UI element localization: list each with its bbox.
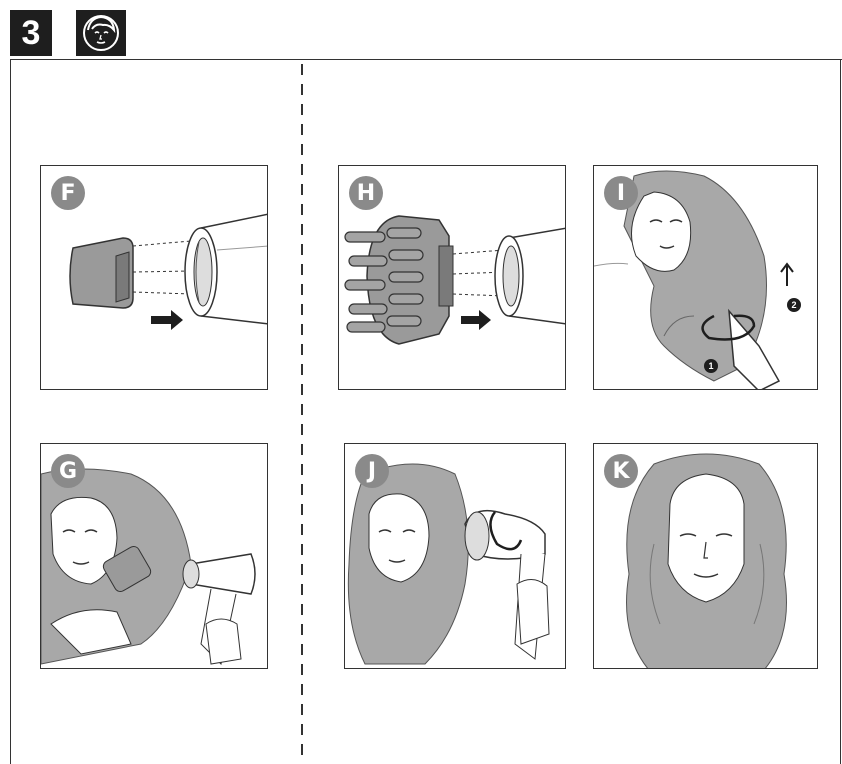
panel-i: I 1 2 (593, 165, 818, 390)
step-1-marker: 1 (704, 359, 718, 373)
page-border-left (10, 59, 11, 764)
panel-label-f: F (51, 176, 85, 210)
panel-h: H (338, 165, 566, 390)
panel-label-g: G (51, 454, 85, 488)
column-divider (301, 64, 303, 764)
panel-label-h: H (349, 176, 383, 210)
panel-label-i: I (604, 176, 638, 210)
woman-face-icon (76, 10, 126, 56)
step-number: 3 (22, 14, 41, 53)
step-number-badge: 3 (10, 10, 52, 56)
panel-j: J (344, 443, 566, 669)
panel-k: K (593, 443, 818, 669)
panel-g: G (40, 443, 268, 669)
step-2-marker: 2 (787, 298, 801, 312)
panel-f: F (40, 165, 268, 390)
header-rule (10, 59, 842, 60)
panel-label-j: J (355, 454, 389, 488)
page-border-right (840, 59, 841, 764)
panel-label-k: K (604, 454, 638, 488)
